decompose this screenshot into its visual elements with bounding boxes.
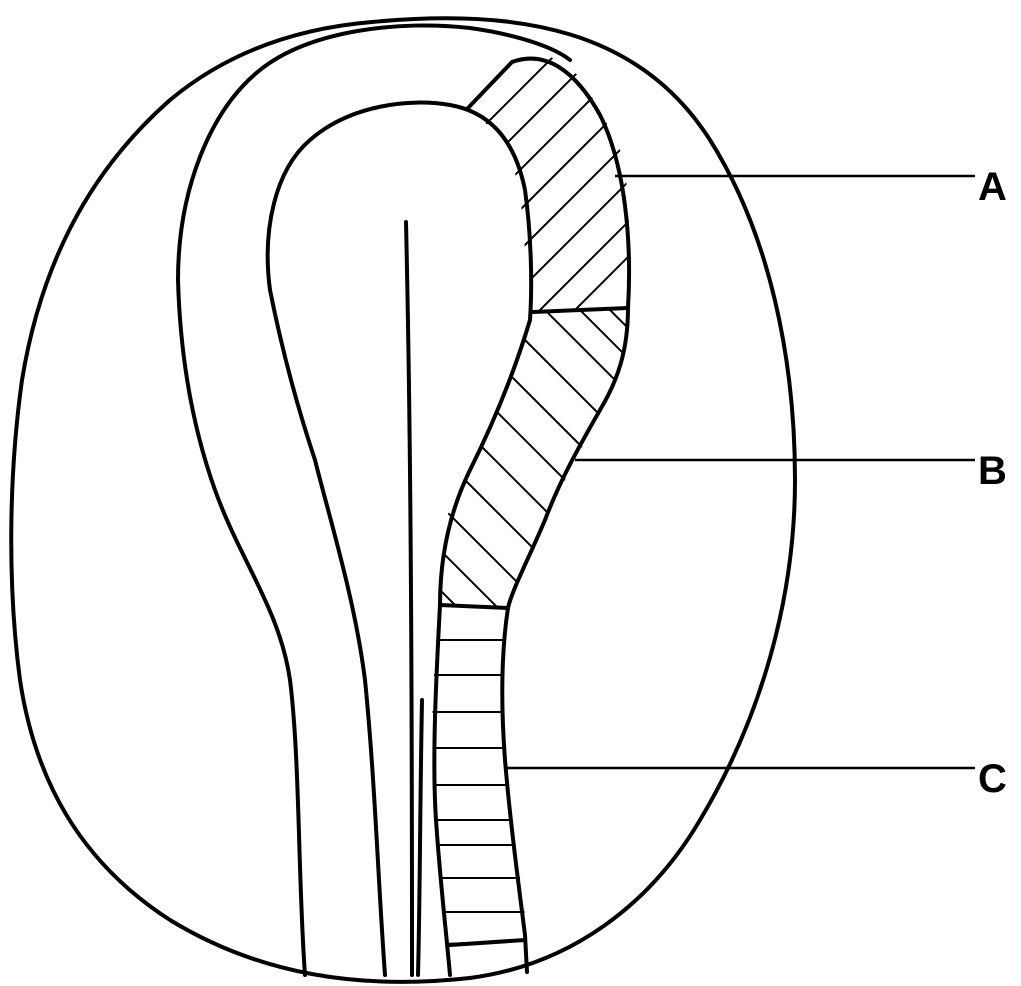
label-c: C (978, 757, 1007, 801)
outer-shell (11, 18, 795, 982)
label-b: B (978, 449, 1007, 493)
central-line (406, 222, 412, 975)
region-b-hatch (430, 280, 680, 650)
band-outer-boundary (468, 59, 629, 972)
label-a: A (978, 165, 1007, 209)
inner-line (418, 700, 422, 975)
divider-a-b (533, 308, 628, 312)
divider-bottom (450, 940, 525, 945)
divider-b-c (440, 605, 508, 608)
